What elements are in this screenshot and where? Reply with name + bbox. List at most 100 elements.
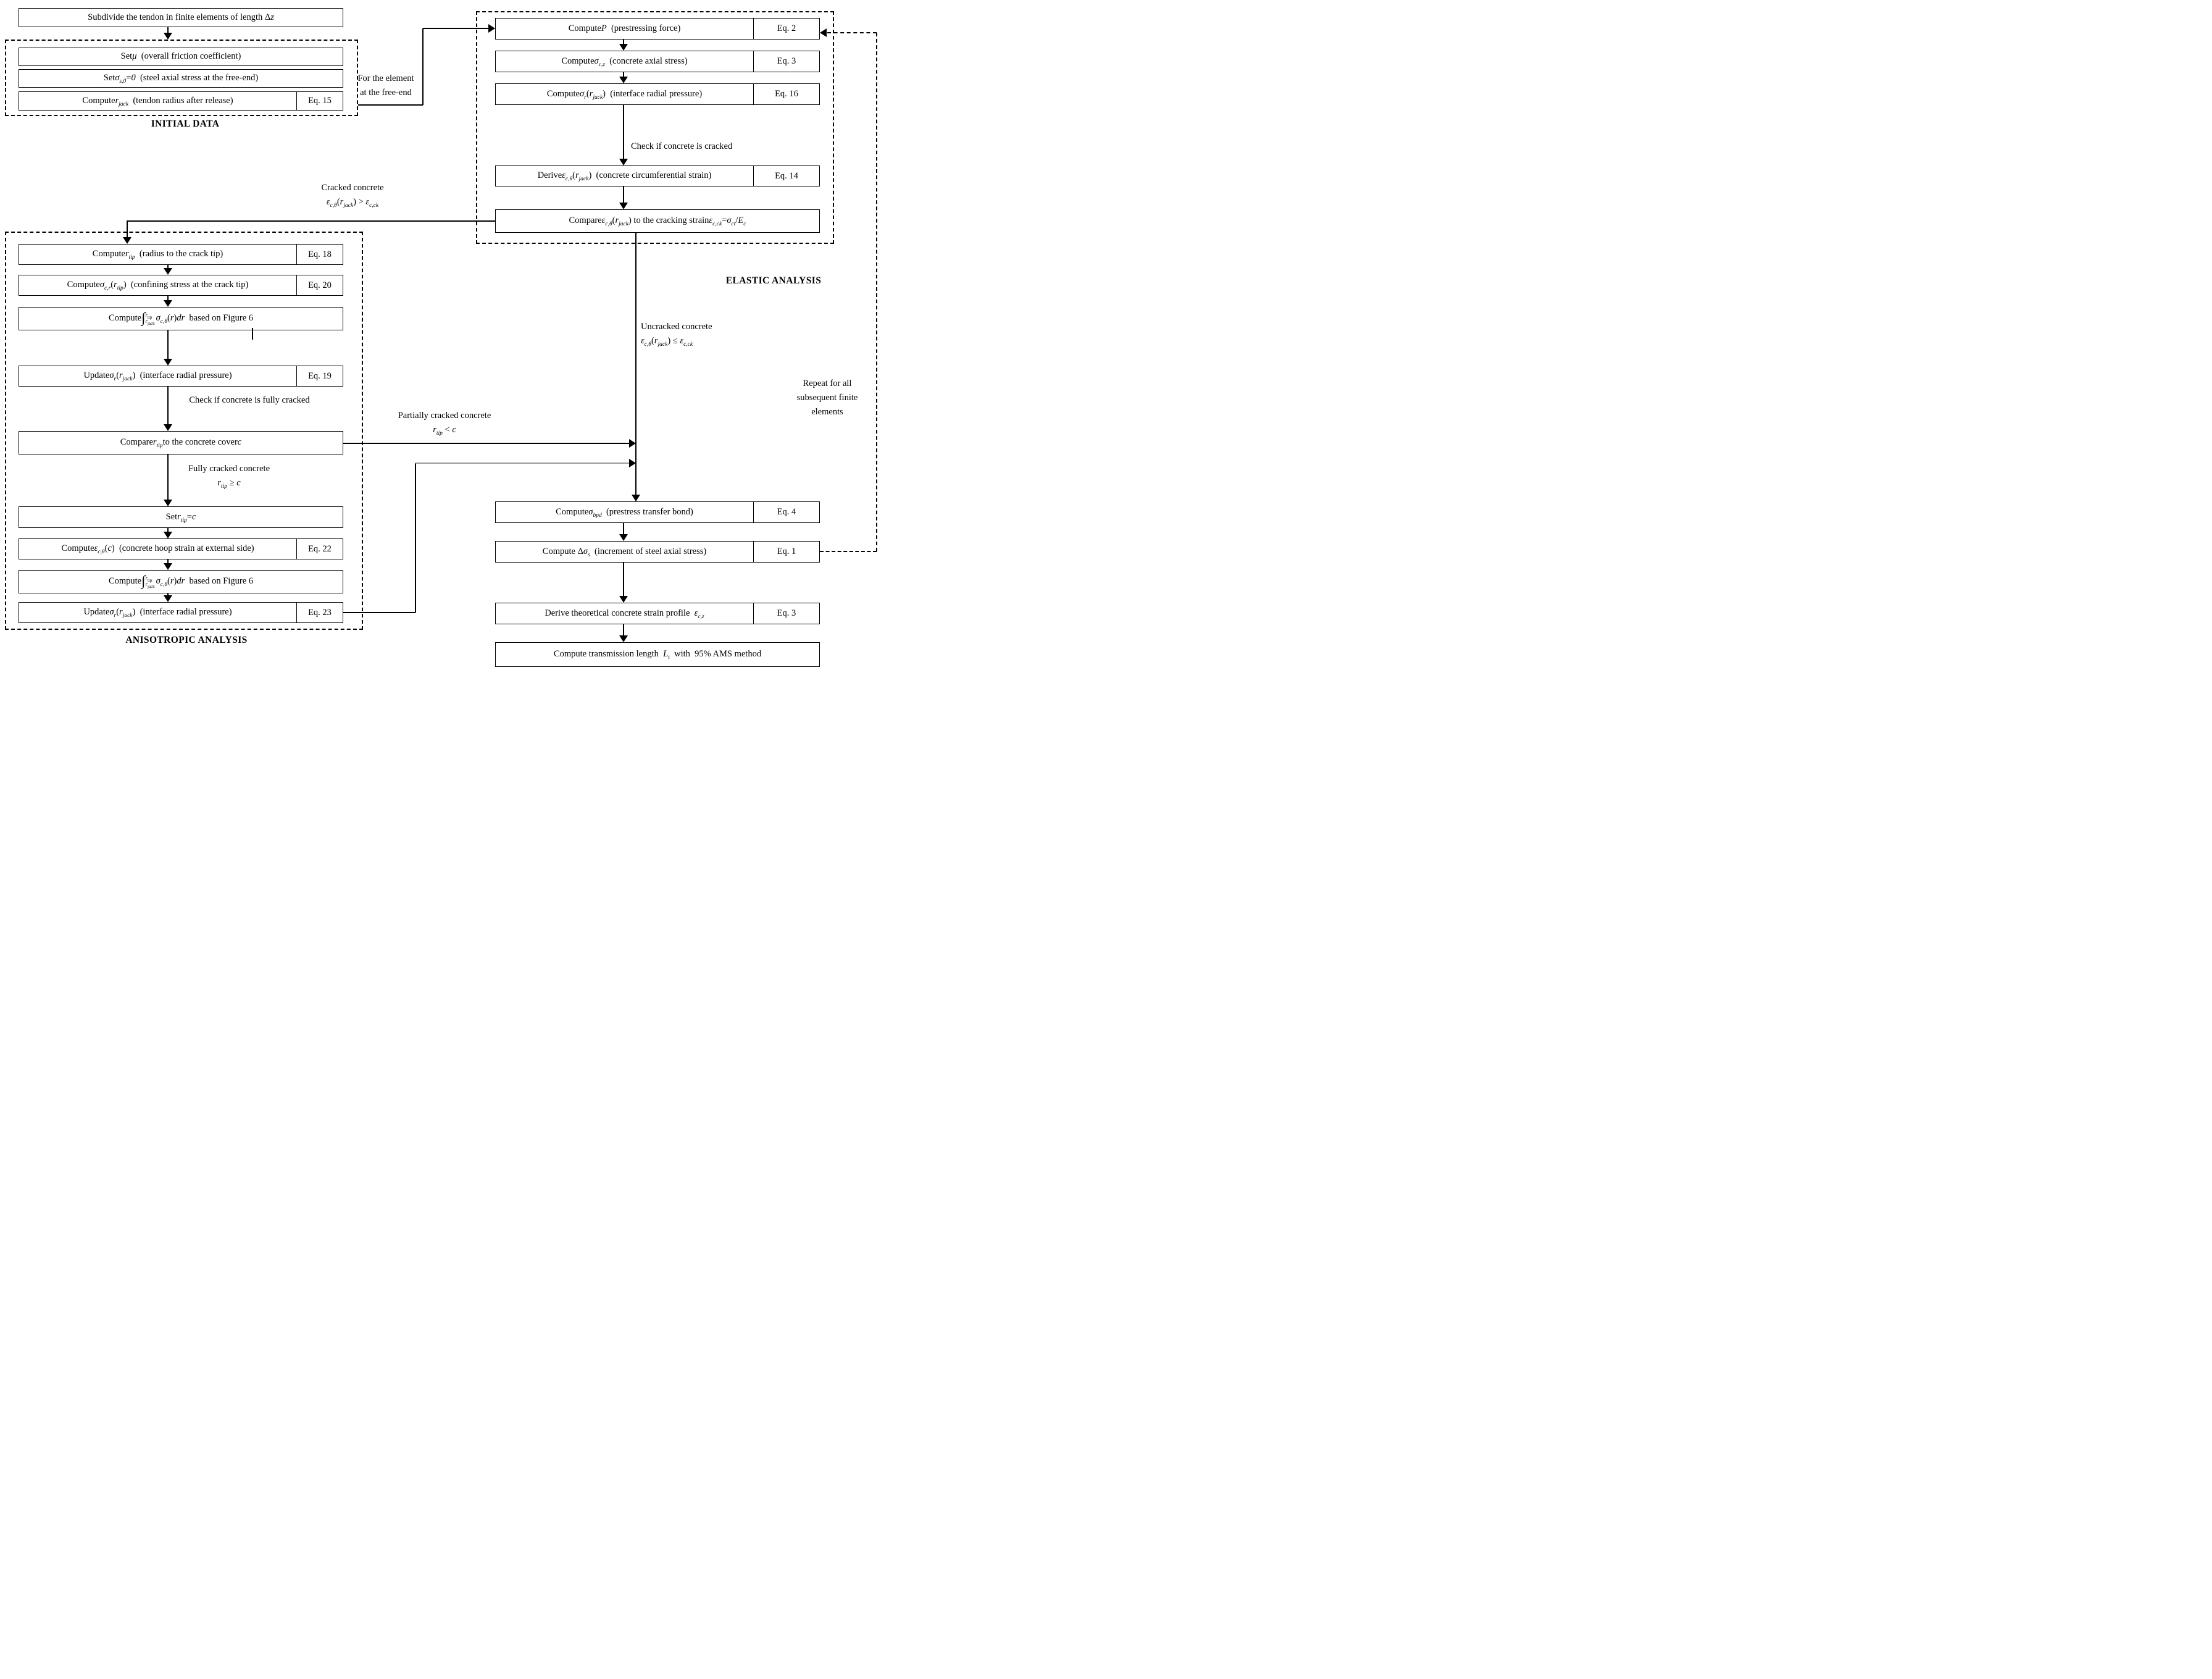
node-compare-rtip: Compare rtip to the concrete cover c <box>19 431 343 454</box>
connector-update23-h2 <box>415 463 629 464</box>
arrow-eps22-int2-line <box>167 559 169 564</box>
node-subdivide-text: Subdivide the tendon in finite elements … <box>88 12 274 22</box>
node-set-rtip: Set rtip = c <box>19 506 343 528</box>
arrow-eps22-int2-head <box>164 563 172 570</box>
node-compute-sr-eqtag: Eq. 16 <box>753 84 819 104</box>
node-compute-sr: Compute σr(rjack) (interface radial pres… <box>495 83 820 105</box>
arrow-int2-update23-head <box>164 595 172 602</box>
arrow-scr-int1-line <box>167 296 169 301</box>
node-derive-profile-text: Derive theoretical concrete strain profi… <box>545 608 704 620</box>
node-compute-sbpd-eqtag: Eq. 4 <box>753 502 819 522</box>
node-compute-epsc-eqtag: Eq. 22 <box>296 539 343 559</box>
connector-cracked-h <box>127 220 495 222</box>
group-anisotropic <box>5 232 363 630</box>
node-set-mu: Set μ (overall friction coefficient) <box>19 48 343 66</box>
connector-update23-h1 <box>343 612 415 613</box>
arrow-update19-compare-head <box>164 424 172 431</box>
arrow-profile-transmission-head <box>619 635 628 642</box>
node-compute-scr-text: Compute σc,r(rtip) (confining stress at … <box>67 280 249 292</box>
arrow-sbpd-dsigma-head <box>619 534 628 541</box>
node-compute-rjack: Compute rjack (tendon radius after relea… <box>19 91 343 111</box>
node-update-sr-a: Update σr(rjack) (interface radial press… <box>19 366 343 387</box>
node-compute-dsigma-eqtag: Eq. 1 <box>753 542 819 562</box>
arrow-update19-compare-line <box>167 387 169 425</box>
node-update-sr-b-eqtag: Eq. 23 <box>296 603 343 622</box>
connector-uncracked-head <box>632 495 640 501</box>
node-compute-epsc-text: Compute εc,θ(c) (concrete hoop strain at… <box>61 543 254 556</box>
arrow-dsigma-profile-line <box>623 563 624 597</box>
arrow-scz-sr-head <box>619 77 628 83</box>
node-compute-rjack-text: Compute rjack (tendon radius after relea… <box>82 95 233 107</box>
node-derive-eps: Derive εc,θ(rjack) (concrete circumferen… <box>495 165 820 186</box>
arrow-int1-update19-line <box>167 330 169 359</box>
arrow-derive-compare-head <box>619 203 628 209</box>
node-update-sr-a-text: Update σr(rjack) (interface radial press… <box>83 371 232 383</box>
flowchart-canvas: Subdivide the tendon in finite elements … <box>0 0 885 672</box>
node-compute-p-text: Compute P (prestressing force) <box>568 23 681 33</box>
node-compute-scr-eqtag: Eq. 20 <box>296 275 343 295</box>
arrow-sbpd-dsigma-line <box>623 523 624 535</box>
connector-partial-h <box>343 443 629 444</box>
connector-freeend-h2 <box>423 28 488 29</box>
connector-freeend-head <box>488 24 495 33</box>
arrow-profile-transmission-line <box>623 624 624 636</box>
arrow-scr-int1-head <box>164 300 172 307</box>
node-compute-p: Compute P (prestressing force) Eq. 2 <box>495 18 820 40</box>
node-update-sr-b: Update σr(rjack) (interface radial press… <box>19 602 343 623</box>
node-set-mu-text: Set μ (overall friction coefficient) <box>120 51 241 62</box>
arrow-rtip-scr-head <box>164 268 172 275</box>
node-compare-eps-text: Compare εc,θ(rjack) to the cracking stra… <box>569 216 746 228</box>
node-transmission: Compute transmission length Lt with 95% … <box>495 642 820 667</box>
arrow-sr-derive-line <box>623 105 624 159</box>
node-compute-sbpd-text: Compute σbpd (prestress transfer bond) <box>556 506 693 519</box>
connector-repeat-v <box>876 33 877 551</box>
connector-partial-head <box>629 439 636 448</box>
node-set-sigma-text: Set σs,0 = 0 (steel axial stress at the … <box>103 73 259 85</box>
node-update-sr-b-text: Update σr(rjack) (interface radial press… <box>83 607 232 619</box>
stray-tick-line <box>252 328 253 340</box>
connector-repeat-h2 <box>827 32 877 33</box>
node-compute-scr: Compute σc,r(rtip) (confining stress at … <box>19 275 343 296</box>
arrow-int2-update23-line <box>167 593 169 596</box>
node-compute-scz-text: Compute σc,z (concrete axial stress) <box>561 56 688 68</box>
node-update-sr-a-eqtag: Eq. 19 <box>296 366 343 386</box>
node-set-rtip-text: Set rtip = c <box>165 511 196 524</box>
connector-repeat-h1 <box>820 551 877 552</box>
arrow-derive-compare-line <box>623 186 624 203</box>
group-elastic <box>476 11 834 244</box>
arrow-subdivide-initial-head <box>164 33 172 40</box>
group-initial-data-label: INITIAL DATA <box>151 119 220 129</box>
node-compute-sr-text: Compute σr(rjack) (interface radial pres… <box>546 88 703 101</box>
node-compute-rtip-text: Compute rtip (radius to the crack tip) <box>92 249 223 261</box>
arrow-compare-setrtip-line <box>167 454 169 500</box>
node-compute-scz-eqtag: Eq. 3 <box>753 51 819 72</box>
node-compute-epsc: Compute εc,θ(c) (concrete hoop strain at… <box>19 538 343 559</box>
node-derive-eps-eqtag: Eq. 14 <box>753 166 819 186</box>
arrow-dsigma-profile-head <box>619 596 628 603</box>
arrow-p-scz-head <box>619 44 628 51</box>
node-derive-eps-text: Derive εc,θ(rjack) (concrete circumferen… <box>537 170 712 183</box>
node-compare-rtip-text: Compare rtip to the concrete cover c <box>120 437 242 450</box>
arrow-rtip-scr-line <box>167 265 169 269</box>
label-check-cracked: Check if concrete is cracked <box>631 141 733 151</box>
group-anisotropic-label: ANISOTROPIC ANALYSIS <box>125 635 248 645</box>
node-derive-profile: Derive theoretical concrete strain profi… <box>495 603 820 624</box>
group-initial-data <box>5 40 358 116</box>
node-subdivide: Subdivide the tendon in finite elements … <box>19 8 343 27</box>
arrow-sr-derive-head <box>619 159 628 165</box>
group-elastic-label: ELASTIC ANALYSIS <box>725 275 822 286</box>
node-compute-sbpd: Compute σbpd (prestress transfer bond) E… <box>495 501 820 523</box>
node-compare-eps: Compare εc,θ(rjack) to the cracking stra… <box>495 209 820 233</box>
arrow-subdivide-initial-line <box>167 27 169 33</box>
label-check-fully-cracked: Check if concrete is fully cracked <box>189 395 310 405</box>
